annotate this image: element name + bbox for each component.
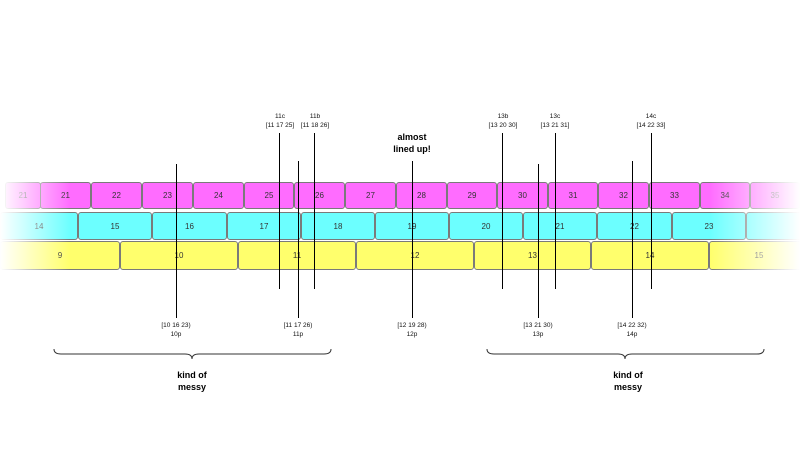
yellow-cell: 13 bbox=[474, 241, 591, 270]
marker-line-14p bbox=[632, 161, 633, 318]
marker-line-13p bbox=[538, 164, 539, 318]
label-14p-value: [14 22 32) bbox=[617, 322, 647, 329]
marker-line-11p bbox=[298, 161, 299, 318]
cyan-cell: 14 bbox=[0, 212, 78, 240]
pink-cell: 27 bbox=[345, 182, 396, 209]
marker-line-10p bbox=[176, 164, 177, 318]
yellow-cell: 10 bbox=[120, 241, 238, 270]
cyan-cell: 17 bbox=[227, 212, 301, 240]
right-messy-line2: messy bbox=[613, 382, 643, 392]
left-messy-line2: messy bbox=[177, 382, 207, 392]
label-13p-name: 13p bbox=[532, 331, 544, 338]
label-14p-name: 14p bbox=[626, 331, 638, 338]
cyan-cell: 16 bbox=[152, 212, 227, 240]
label-11b: 11b [11 18 26] bbox=[293, 112, 337, 130]
label-13b-name: 13b bbox=[497, 113, 509, 120]
cyan-cell: 15 bbox=[78, 212, 152, 240]
cyan-cell: 20 bbox=[449, 212, 523, 240]
yellow-cell: 9 bbox=[0, 241, 120, 270]
label-12p-value: [12 19 28) bbox=[397, 322, 427, 329]
label-11c-name: 11c bbox=[275, 113, 285, 120]
label-14c-name: 14c bbox=[645, 113, 657, 120]
yellow-cell: 11 bbox=[238, 241, 356, 270]
label-12p-name: 12p bbox=[406, 331, 418, 338]
label-14p: [14 22 32) 14p bbox=[610, 321, 654, 339]
label-13c: 13c [13 21 31] bbox=[533, 112, 577, 130]
cyan-row: 14 15 16 17 18 19 20 21 22 23 bbox=[0, 212, 800, 240]
pink-cell: 28 bbox=[396, 182, 447, 209]
yellow-cell: 14 bbox=[591, 241, 709, 270]
pink-cell: 31 bbox=[548, 182, 598, 209]
left-messy-line1: kind of bbox=[177, 370, 207, 380]
label-13b-value: [13 20 30] bbox=[488, 122, 518, 129]
label-11c: 11c [11 17 25] bbox=[258, 112, 302, 130]
right-messy-line1: kind of bbox=[613, 370, 643, 380]
marker-line-13c bbox=[555, 133, 556, 289]
pink-cell: 33 bbox=[649, 182, 700, 209]
marker-line-13b bbox=[502, 133, 503, 289]
label-13c-name: 13c bbox=[549, 113, 561, 120]
pink-cell: 21 bbox=[5, 182, 41, 209]
left-messy-note: kind of messy bbox=[162, 369, 222, 393]
label-11p: [11 17 26) 11p bbox=[276, 321, 320, 339]
cyan-cell: 22 bbox=[597, 212, 672, 240]
yellow-row: 9 10 11 12 13 14 15 bbox=[0, 241, 800, 270]
marker-line-11c bbox=[279, 133, 280, 289]
cyan-cell: 18 bbox=[301, 212, 375, 240]
label-14c-value: [14 22 33] bbox=[636, 122, 666, 129]
cyan-cell: 21 bbox=[523, 212, 597, 240]
pink-cell: 30 bbox=[497, 182, 548, 209]
yellow-cell: 15 bbox=[709, 241, 800, 270]
label-10p: [10 16 23) 10p bbox=[154, 321, 198, 339]
pink-cell: 32 bbox=[598, 182, 649, 209]
pink-cell: 24 bbox=[193, 182, 244, 209]
label-11b-value: [11 18 26] bbox=[300, 122, 330, 129]
label-11b-name: 11b bbox=[309, 113, 321, 120]
yellow-cell: 12 bbox=[356, 241, 474, 270]
marker-line-11b bbox=[314, 133, 315, 289]
pink-cell: 34 bbox=[700, 182, 750, 209]
marker-line-12p bbox=[412, 161, 413, 318]
almost-lined-up-line2: lined up! bbox=[393, 144, 431, 154]
label-13p-value: [13 21 30) bbox=[523, 322, 553, 329]
label-10p-name: 10p bbox=[170, 331, 182, 338]
almost-lined-up-note: almost lined up! bbox=[382, 131, 442, 155]
label-11p-value: [11 17 26) bbox=[283, 322, 313, 329]
label-10p-value: [10 16 23) bbox=[161, 322, 191, 329]
pink-cell: 25 bbox=[244, 182, 294, 209]
label-13b: 13b [13 20 30] bbox=[481, 112, 525, 130]
left-brace bbox=[53, 348, 332, 360]
pink-cell: 22 bbox=[91, 182, 142, 209]
pink-cell: 23 bbox=[142, 182, 193, 209]
pink-cell: 21 bbox=[40, 182, 91, 209]
cyan-cell bbox=[746, 212, 800, 240]
right-brace bbox=[486, 348, 765, 360]
label-13p: [13 21 30) 13p bbox=[516, 321, 560, 339]
label-12p: [12 19 28) 12p bbox=[390, 321, 434, 339]
pink-cell: 26 bbox=[294, 182, 345, 209]
pink-cell: 35 bbox=[750, 182, 800, 209]
label-14c: 14c [14 22 33] bbox=[629, 112, 673, 130]
label-11p-name: 11p bbox=[292, 331, 304, 338]
marker-line-14c bbox=[651, 133, 652, 289]
almost-lined-up-line1: almost bbox=[397, 132, 427, 142]
label-11c-value: [11 17 25] bbox=[265, 122, 295, 129]
label-13c-value: [13 21 31] bbox=[540, 122, 570, 129]
cyan-cell: 23 bbox=[672, 212, 746, 240]
right-messy-note: kind of messy bbox=[598, 369, 658, 393]
pink-cell: 29 bbox=[447, 182, 497, 209]
pink-row: 21 21 22 23 24 25 26 27 28 29 30 31 32 3… bbox=[0, 182, 800, 209]
